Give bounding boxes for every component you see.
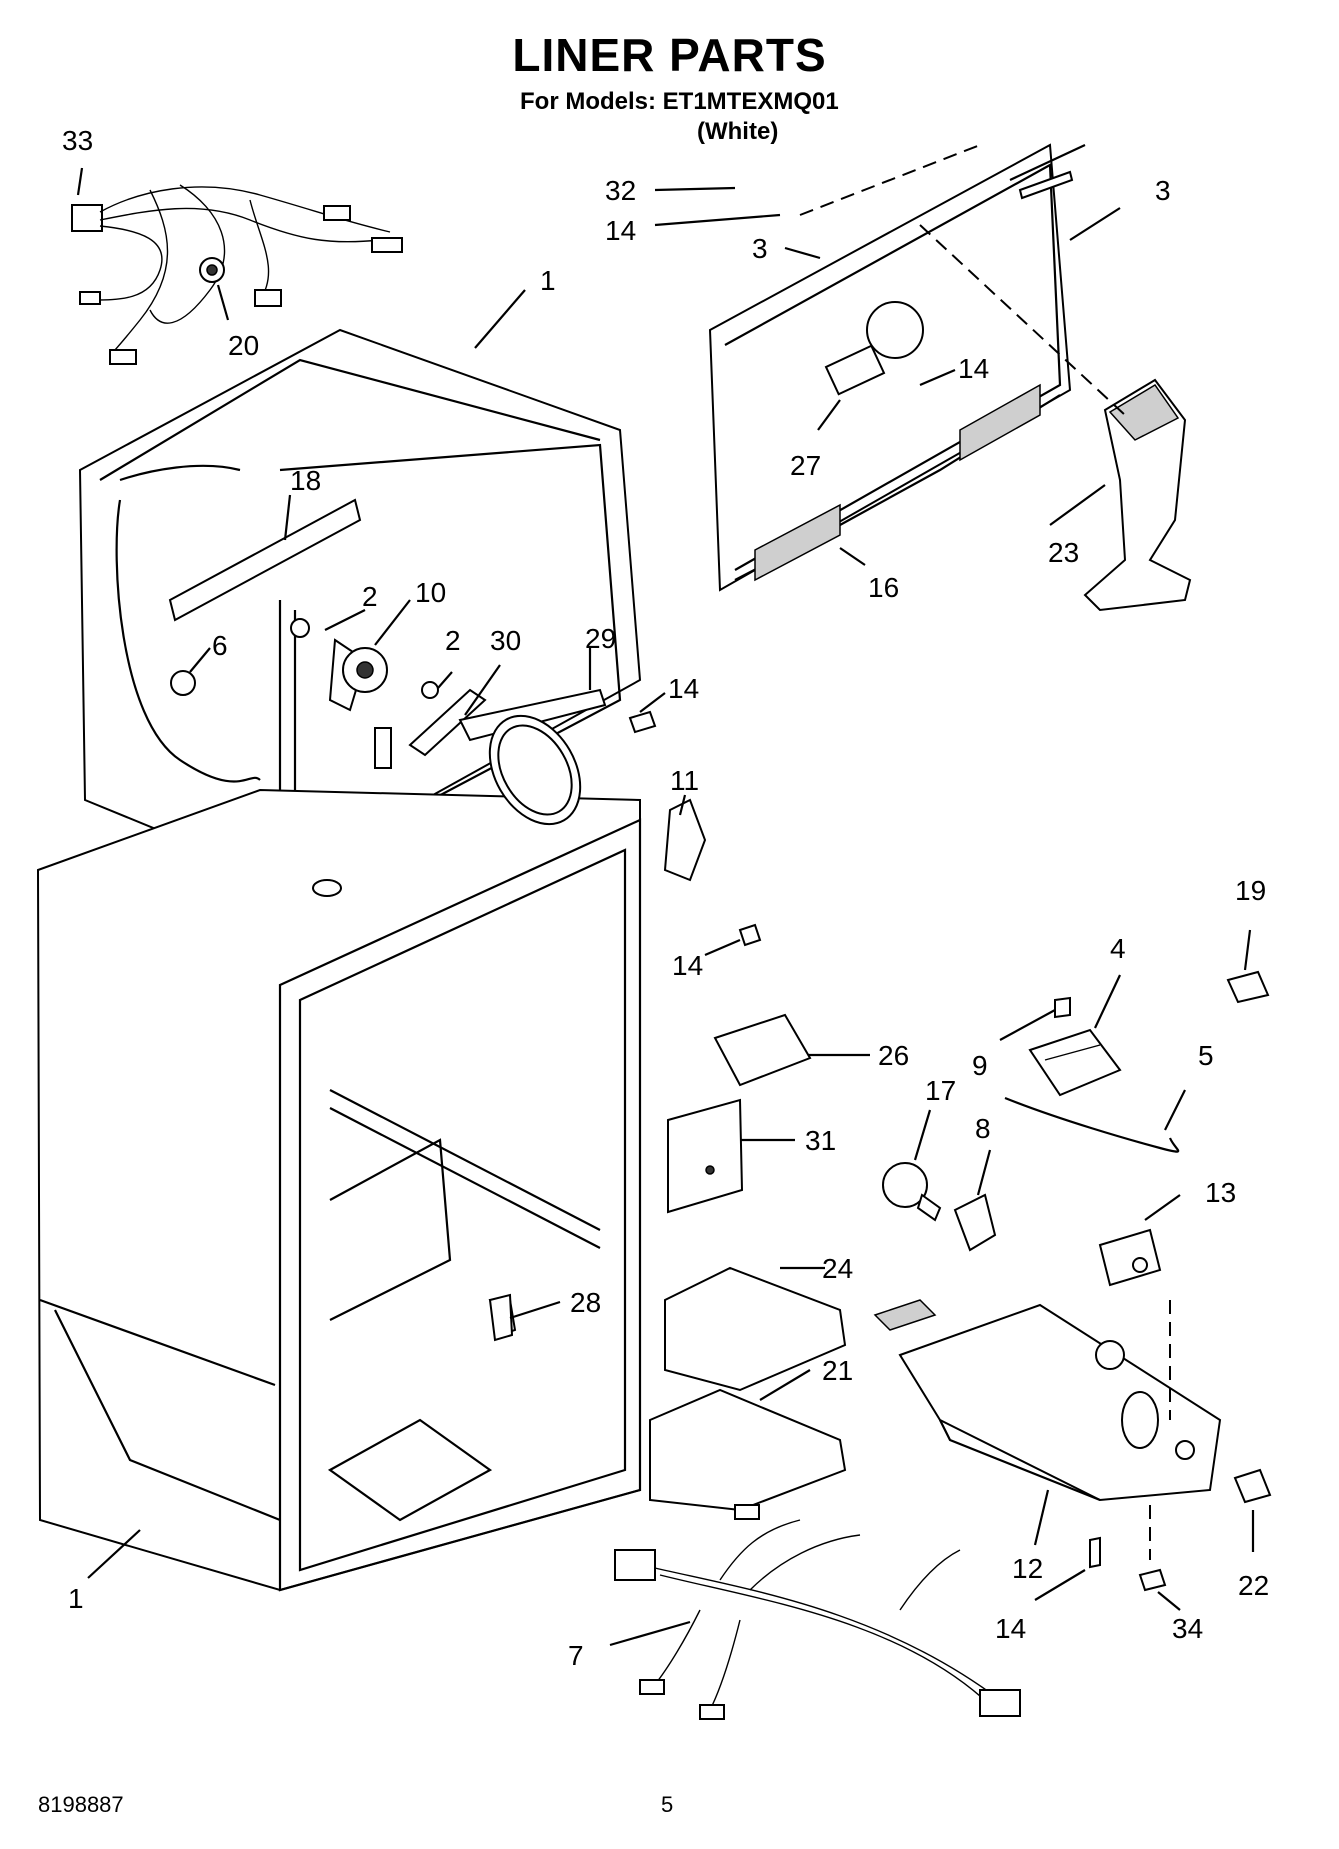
fan-assembly: [168, 498, 762, 947]
callout-3-right: 3: [1155, 175, 1171, 206]
callout-14-c: 14: [668, 673, 699, 704]
callout-22: 22: [1238, 1570, 1269, 1601]
callout-9: 9: [972, 1050, 988, 1081]
callout-14-b: 14: [958, 353, 989, 384]
fresh-food-liner-1: [36, 788, 642, 1592]
control-housing-12: [873, 1299, 1272, 1592]
callout-20: 20: [228, 330, 259, 361]
assembly-lines: [799, 144, 1171, 1560]
control-board-4: [1004, 996, 1180, 1153]
wire-harness-33: [71, 184, 403, 365]
callout-26: 26: [878, 1040, 909, 1071]
callout-33: 33: [62, 125, 93, 156]
leader-lines: [76, 167, 1255, 1647]
callout-18: 18: [290, 465, 321, 496]
callout-29: 29: [585, 623, 616, 654]
callout-30: 30: [490, 625, 521, 656]
page-title: LINER PARTS: [512, 29, 827, 81]
rear-panel-16: [708, 143, 1086, 592]
callout-7: 7: [568, 1640, 584, 1671]
callout-14-a: 14: [605, 215, 636, 246]
callout-11: 11: [670, 765, 699, 796]
callout-6: 6: [212, 630, 228, 661]
callout-labels: 33 20 1 32 14 3 3 14 27 16 23 18 2 10 2 …: [62, 125, 1269, 1671]
page-number: 5: [661, 1792, 674, 1817]
document-number: 8198887: [38, 1792, 124, 1817]
callout-28: 28: [570, 1287, 601, 1318]
callout-12: 12: [1012, 1553, 1043, 1584]
color-variant: (White): [697, 118, 779, 145]
callout-32: 32: [605, 175, 636, 206]
callout-24: 24: [822, 1253, 853, 1284]
callout-34: 34: [1172, 1613, 1203, 1644]
callout-27: 27: [790, 450, 821, 481]
bulb-17: [882, 1162, 1162, 1287]
callout-14-e: 14: [995, 1613, 1026, 1644]
callout-14-d: 14: [672, 950, 703, 981]
callout-4: 4: [1110, 933, 1126, 964]
air-tower-23: [1083, 378, 1192, 612]
callout-19: 19: [1235, 875, 1266, 906]
callout-31: 31: [805, 1125, 836, 1156]
callout-1-bottom: 1: [68, 1583, 84, 1614]
callout-5: 5: [1198, 1040, 1214, 1071]
callout-2-b: 2: [445, 625, 461, 656]
wire-harness-7: [614, 1504, 1021, 1720]
light-housing-26: [667, 1013, 812, 1214]
callout-10: 10: [415, 577, 446, 608]
callout-1-top: 1: [540, 265, 556, 296]
callout-3-left: 3: [752, 233, 768, 264]
callout-23: 23: [1048, 537, 1079, 568]
diffuser-24: [488, 1266, 847, 1512]
callout-8: 8: [975, 1113, 991, 1144]
callout-21: 21: [822, 1355, 853, 1386]
callout-2-a: 2: [362, 581, 378, 612]
callout-17: 17: [925, 1075, 956, 1106]
callout-13: 13: [1205, 1177, 1236, 1208]
part-19: [1226, 970, 1270, 1004]
models-line: For Models: ET1MTEXMQ01: [520, 88, 839, 115]
callout-16: 16: [868, 572, 899, 603]
